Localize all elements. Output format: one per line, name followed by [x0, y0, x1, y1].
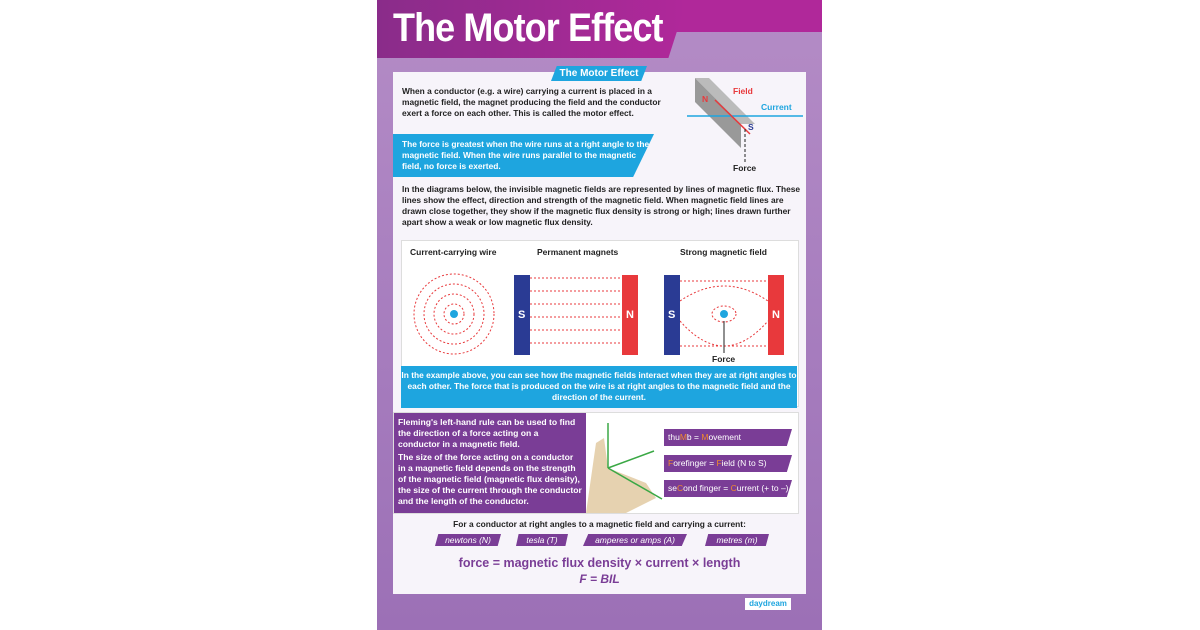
unit-tesla: tesla (T) [516, 534, 568, 546]
title-accent [662, 0, 822, 32]
poster-title: The Motor Effect [393, 6, 663, 50]
field-label: Field [733, 86, 753, 96]
hand-illustration [586, 423, 663, 513]
word-equation: force = magnetic flux density × current … [458, 556, 741, 570]
fleming-section: Fleming's left-hand rule can be used to … [393, 412, 799, 514]
example-text: In the example above, you can see how th… [401, 366, 797, 408]
formula: F = BIL [579, 572, 620, 586]
n-label: N [702, 94, 709, 104]
fleming-p1: Fleming's left-hand rule can be used to … [398, 417, 576, 449]
wire-label: Current-carrying wire [410, 247, 497, 257]
section-title: The Motor Effect [551, 66, 647, 81]
fleming-p2: The size of the force acting on a conduc… [398, 452, 582, 506]
highlight-text: The force is greatest when the wire runs… [393, 134, 654, 177]
unit-newtons: newtons (N) [435, 534, 501, 546]
intro-text: When a conductor (e.g. a wire) carrying … [402, 86, 661, 118]
equation-intro: For a conductor at right angles to a mag… [453, 519, 746, 529]
force-label-2: Force [712, 354, 736, 364]
fleming-text: Fleming's left-hand rule can be used to … [394, 413, 586, 513]
s-label: S [748, 122, 754, 132]
content-panel: The Motor Effect When a conductor (e.g. … [393, 66, 806, 594]
s-pole-2: S [668, 309, 676, 321]
poster: The Motor Effect The Motor Effect When a… [377, 0, 822, 630]
daydream-logo: daydream [745, 598, 791, 610]
n-pole-2: N [772, 309, 780, 321]
strong-field-label: Strong magnetic field [680, 247, 767, 257]
s-pole-1: S [518, 309, 526, 321]
title-bar [377, 0, 687, 58]
magnets-label: Permanent magnets [537, 247, 619, 257]
rule-forefinger: Forefinger = Field (N to S) [664, 455, 792, 472]
flux-text: In the diagrams below, the invisible mag… [402, 184, 801, 227]
unit-amperes: amperes or amps (A) [583, 534, 687, 546]
field-lines [413, 273, 784, 355]
current-label: Current [761, 102, 792, 112]
rule-thumb: thuMb = Movement [664, 429, 792, 446]
rule-second-finger: seCond finger = Current (+ to –) [664, 480, 792, 497]
motor-effect-diagram [687, 78, 803, 162]
force-label: Force [733, 163, 757, 173]
unit-metres: metres (m) [705, 534, 769, 546]
n-pole-1: N [626, 309, 634, 321]
